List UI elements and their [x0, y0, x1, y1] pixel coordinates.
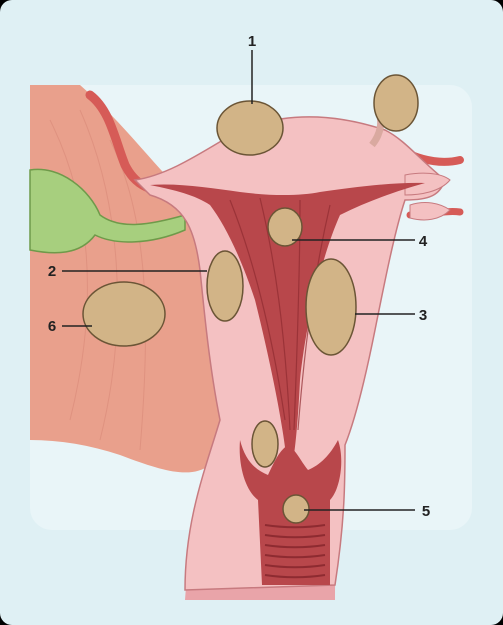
- callout-4: 4: [419, 233, 428, 250]
- callout-6: 6: [48, 318, 56, 335]
- endometrium-texture: [229, 197, 331, 431]
- uterine-cavity: [150, 182, 425, 455]
- callout-lines: [62, 50, 415, 511]
- ligament-texture: [49, 109, 147, 451]
- fibroid-cervical: [282, 494, 310, 524]
- vaginal-rugae: [264, 524, 326, 579]
- fibroid-intramural-right: [305, 258, 357, 356]
- ovary-left: [29, 168, 186, 254]
- fibroid-broad-ligament: [82, 281, 166, 347]
- fallopian-tube-right: [404, 172, 451, 196]
- callout-5: 5: [422, 503, 430, 520]
- callout-1: 1: [248, 33, 256, 50]
- fibroid-pedunculated: [373, 74, 419, 132]
- fibroid-cervical-upper: [251, 420, 279, 468]
- fibroid-submucosal: [267, 207, 303, 247]
- fibroid-subserosal-top: [216, 100, 284, 156]
- broad-ligament: [30, 85, 222, 473]
- round-ligament-right: [409, 202, 451, 221]
- callout-2: 2: [48, 263, 56, 280]
- callout-3: 3: [419, 307, 427, 324]
- fibroid-intramural-left: [206, 250, 244, 322]
